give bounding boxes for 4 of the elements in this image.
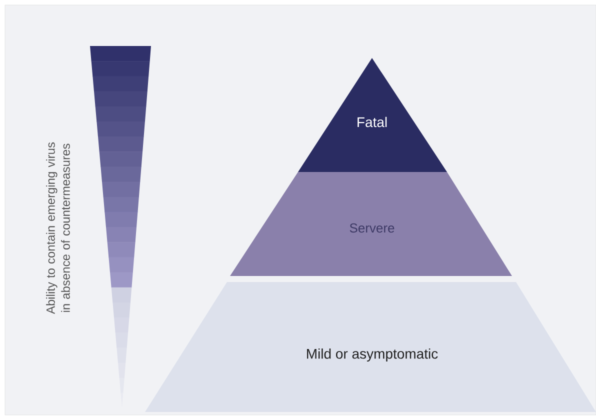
- pyramid-tier: Fatal: [298, 58, 447, 172]
- axis-label: Ability to contain emerging virus in absence of countermeasures: [46, 142, 70, 314]
- pyramid-tier: Mild or asymptomatic: [145, 282, 596, 412]
- pyramid-tier: Servere: [230, 172, 512, 276]
